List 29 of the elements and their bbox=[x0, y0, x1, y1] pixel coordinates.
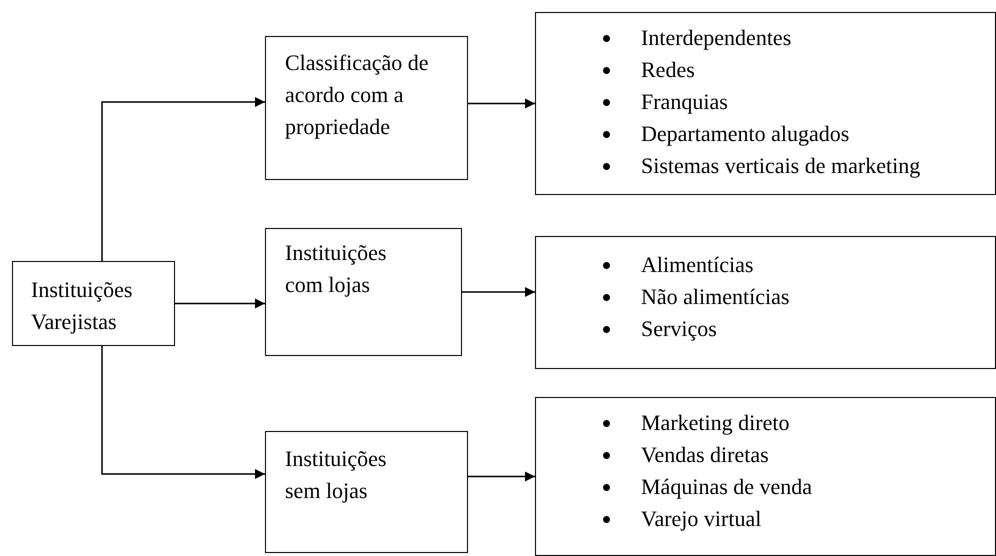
arrow bbox=[175, 298, 265, 308]
list-item: Não alimentícias bbox=[641, 284, 790, 309]
process-box bbox=[265, 228, 462, 356]
box-label: Instituições sem lojas bbox=[285, 445, 388, 505]
process-box bbox=[265, 431, 468, 553]
arrow bbox=[468, 98, 535, 108]
list-item: Máquinas de venda bbox=[641, 474, 812, 499]
list-box bbox=[535, 397, 996, 556]
list-item: Interdependentes bbox=[641, 25, 792, 50]
list-box bbox=[535, 12, 996, 195]
list-box bbox=[535, 236, 996, 369]
box-label: Classificação de acordo com a propriedade bbox=[285, 49, 430, 141]
list-item: Vendas diretas bbox=[641, 442, 769, 467]
process-box bbox=[12, 261, 175, 346]
list-item: Sistemas verticais de marketing bbox=[641, 153, 920, 178]
list-item: Serviços bbox=[641, 316, 717, 341]
box-label: Instituições com lojas bbox=[285, 239, 388, 299]
process-box bbox=[265, 36, 468, 180]
arrow bbox=[101, 97, 265, 261]
list-item: Alimentícias bbox=[641, 252, 754, 277]
list-item: Redes bbox=[641, 57, 695, 82]
list-item: Varejo virtual bbox=[641, 506, 762, 531]
arrow bbox=[462, 287, 535, 297]
list-item: Marketing direto bbox=[641, 410, 790, 435]
list-item: Franquias bbox=[641, 89, 728, 114]
arrow bbox=[468, 472, 535, 482]
list-item: Departamento alugados bbox=[641, 121, 850, 146]
arrow bbox=[101, 346, 265, 479]
box-label: Instituições Varejistas bbox=[31, 276, 134, 336]
